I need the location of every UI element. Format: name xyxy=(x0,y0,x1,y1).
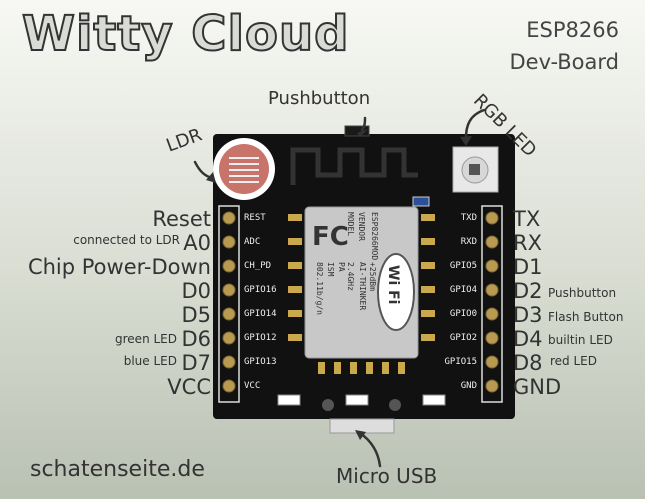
right-header xyxy=(481,205,503,403)
module-text: +25dBm xyxy=(368,262,377,291)
subtitle-chip: ESP8266 xyxy=(526,18,619,42)
module-text: AI-THINKER xyxy=(358,262,367,311)
usb-mount-hole xyxy=(322,399,334,411)
module-text: MODEL xyxy=(346,212,355,237)
right-pin-label: TX xyxy=(513,207,541,231)
right-pin-note: builtin LED xyxy=(548,333,613,347)
wifi-logo xyxy=(377,253,415,331)
pcb-pin-text: TXD xyxy=(460,213,477,223)
left-pin-label: Reset xyxy=(152,207,211,231)
callout-micro-usb: Micro USB xyxy=(336,464,438,488)
module-text: ISM xyxy=(326,262,335,277)
right-pin-note: Pushbutton xyxy=(548,286,617,300)
callout-pushbutton: Pushbutton xyxy=(268,88,371,109)
smd-part xyxy=(412,196,430,207)
pcb-pin-text: RXD xyxy=(460,237,477,247)
left-header xyxy=(218,205,240,403)
left-pin-label: VCC xyxy=(167,375,211,399)
left-pin-label: D0 xyxy=(181,279,211,303)
usb-arrow xyxy=(358,431,382,468)
pcb-pin-text: GND xyxy=(460,381,477,391)
left-pin-label: D7 xyxy=(181,351,211,375)
module-text: PA xyxy=(337,262,346,272)
right-pin-label: GND xyxy=(513,375,562,399)
module-text: ESP8266MOD xyxy=(370,212,379,261)
ldr-arrow xyxy=(193,160,214,180)
pcb-pin-text: GPIO14 xyxy=(244,309,277,319)
left-pin-note: green LED xyxy=(115,332,177,346)
pcb-pin-text: GPIO16 xyxy=(244,285,277,295)
module-text: 2.4GHz xyxy=(346,262,355,291)
pcb-pin-text: ADC xyxy=(244,237,261,247)
left-pin-label: Chip Power-Down xyxy=(27,255,211,279)
right-pin-label: D2 xyxy=(513,279,543,303)
right-pin-note: red LED xyxy=(550,354,597,368)
module-text: 802.11b/g/n xyxy=(315,262,324,315)
rgb-arrow xyxy=(464,108,486,140)
pcb-pin-text: GPIO2 xyxy=(449,333,477,343)
site-credit: schatenseite.de xyxy=(30,457,205,482)
smd-resistor xyxy=(345,394,369,406)
subtitle-board: Dev-Board xyxy=(509,50,619,74)
page-title: Witty Cloud xyxy=(21,5,350,63)
right-pin-note: Flash Button xyxy=(548,310,624,324)
pcb-pin-text: GPIO5 xyxy=(449,261,477,271)
left-pin-label: D6 xyxy=(181,327,211,351)
pcb-pin-text: GPIO12 xyxy=(244,333,277,343)
smd-resistor xyxy=(422,394,446,406)
pcb-pin-text: GPIO0 xyxy=(449,309,477,319)
right-pin-label: D8 xyxy=(513,351,543,375)
usb-mount-hole xyxy=(389,399,401,411)
pcb-pin-text: GPIO4 xyxy=(449,285,477,295)
pcb-pin-text: GPIO15 xyxy=(444,357,477,367)
micro-usb-port xyxy=(329,418,395,434)
left-pin-note: blue LED xyxy=(123,354,177,368)
smd-resistor xyxy=(277,394,301,406)
pcb-pin-text: VCC xyxy=(244,381,261,391)
pcb-pin-text: CH_PD xyxy=(244,261,272,271)
pushbutton-arrow xyxy=(360,116,367,132)
module-fc-logo: FC xyxy=(312,222,349,252)
left-pin-label: A0 xyxy=(183,231,211,255)
right-pin-label: D1 xyxy=(513,255,543,279)
right-pin-label: RX xyxy=(513,231,542,255)
right-pin-label: D4 xyxy=(513,327,543,351)
left-pin-label: D5 xyxy=(181,303,211,327)
right-pin-label: D3 xyxy=(513,303,543,327)
pcb-pin-text: REST xyxy=(244,213,266,223)
pcb-pin-text: GPIO13 xyxy=(244,357,277,367)
pushbutton-switch xyxy=(344,125,370,137)
module-wifi-text: Wi Fi xyxy=(385,265,401,305)
module-text: VENDOR xyxy=(357,212,366,241)
antenna-trace xyxy=(290,147,418,185)
left-pin-note: connected to LDR xyxy=(73,233,180,247)
